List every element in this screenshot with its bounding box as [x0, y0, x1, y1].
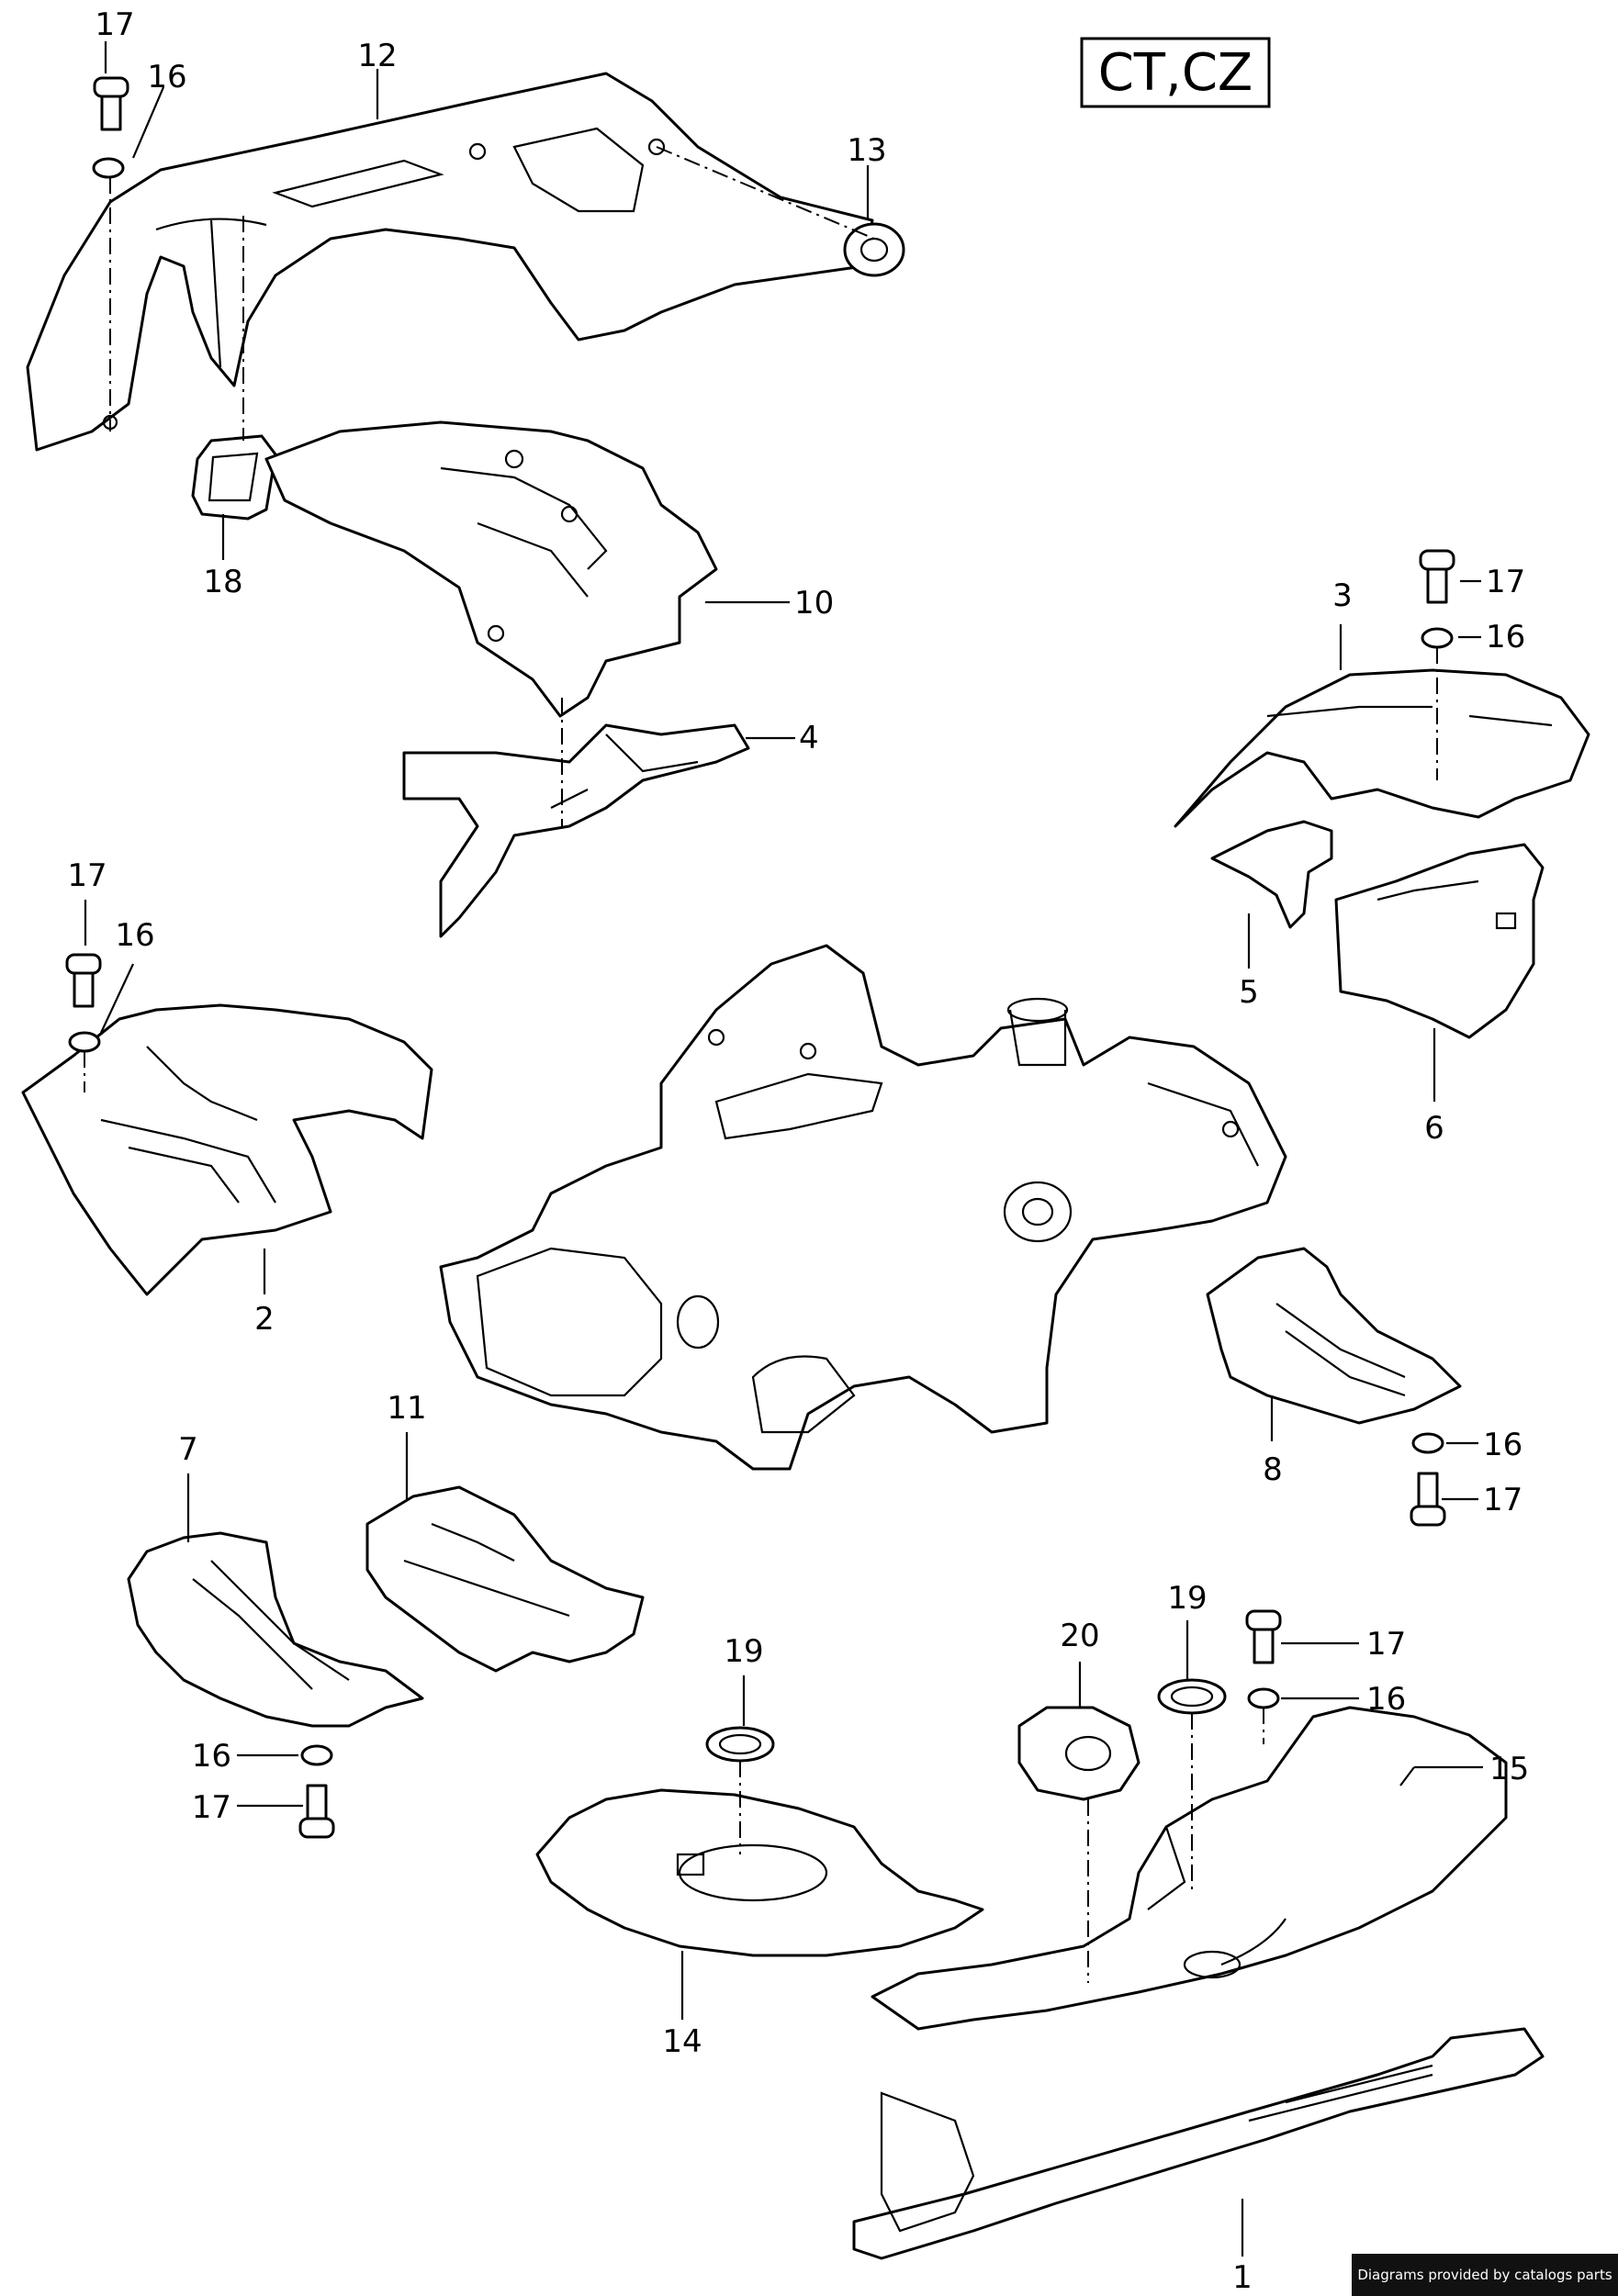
bolt-17-f[interactable]	[1245, 1609, 1282, 1664]
label-16-f: 16	[1366, 1681, 1406, 1718]
washer-16-b[interactable]	[68, 1031, 101, 1053]
label-5: 5	[1239, 974, 1259, 1011]
bolt-17-a[interactable]	[93, 76, 129, 131]
bolt-17-c[interactable]	[1419, 549, 1455, 604]
label-15: 15	[1489, 1751, 1529, 1787]
washer-16-f[interactable]	[1247, 1687, 1280, 1709]
washer-16-e[interactable]	[300, 1744, 333, 1766]
label-17-b: 17	[67, 857, 107, 894]
part-labels: 17 16 12 13 18 10 4 3 17 16 5 6 17 16 2 …	[67, 6, 1529, 2296]
part-13-grommet[interactable]	[843, 222, 905, 277]
part-10-air-duct[interactable]	[264, 420, 718, 718]
label-16-b: 16	[115, 917, 154, 954]
label-2: 2	[254, 1301, 275, 1338]
label-17-c: 17	[1486, 564, 1525, 600]
label-11: 11	[387, 1390, 426, 1427]
label-10: 10	[794, 585, 834, 622]
label-17-d: 17	[1483, 1482, 1522, 1518]
part-19-grommet-left[interactable]	[705, 1726, 775, 1763]
assembly-lines	[84, 146, 1438, 1983]
label-12: 12	[357, 38, 397, 74]
washer-16-c[interactable]	[1421, 627, 1454, 649]
part-15-right-lower-pan[interactable]	[871, 1706, 1508, 2031]
label-16-e: 16	[192, 1738, 231, 1775]
model-code-text: CT,CZ	[1098, 43, 1253, 103]
part-18-seal[interactable]	[191, 434, 277, 521]
part-8-right-rear-cover[interactable]	[1206, 1247, 1462, 1425]
label-17-e: 17	[192, 1789, 231, 1826]
label-16-c: 16	[1486, 619, 1525, 655]
label-17: 17	[95, 6, 134, 43]
bolt-17-d[interactable]	[1410, 1472, 1446, 1527]
label-18: 18	[203, 564, 242, 600]
part-2-left-cover[interactable]	[21, 1003, 433, 1296]
label-7: 7	[178, 1431, 198, 1468]
part-5-small-bracket[interactable]	[1210, 820, 1333, 929]
part-7-left-rear-cover[interactable]	[127, 1531, 424, 1728]
label-8: 8	[1263, 1451, 1283, 1488]
part-14-left-lower-pan[interactable]	[535, 1788, 984, 1957]
model-code-box: CT,CZ	[1080, 37, 1271, 108]
label-19-left: 19	[724, 1633, 763, 1670]
footer-credit: Diagrams provided by catalogs parts	[1352, 2254, 1618, 2296]
leader-lines	[84, 41, 1483, 2257]
label-1: 1	[1232, 2259, 1253, 2296]
label-19-right: 19	[1167, 1580, 1207, 1617]
label-16: 16	[147, 59, 186, 95]
label-17-f: 17	[1366, 1626, 1406, 1663]
label-6: 6	[1424, 1110, 1444, 1147]
bolt-17-b[interactable]	[65, 953, 102, 1008]
label-20: 20	[1060, 1618, 1099, 1654]
part-19-grommet-right[interactable]	[1157, 1678, 1227, 1715]
washer-16-d[interactable]	[1411, 1432, 1444, 1454]
part-4-bracket[interactable]	[402, 723, 750, 938]
label-14: 14	[662, 2023, 702, 2060]
bolt-17-e[interactable]	[298, 1784, 335, 1839]
part-20-seal[interactable]	[1017, 1706, 1140, 1801]
label-4: 4	[799, 720, 819, 756]
part-3-right-cover[interactable]	[1174, 668, 1590, 828]
label-3: 3	[1332, 577, 1353, 614]
part-12-shroud[interactable]	[26, 72, 874, 452]
washer-16-a[interactable]	[92, 157, 125, 179]
part-6-right-side-cover[interactable]	[1334, 843, 1545, 1039]
label-13: 13	[847, 132, 886, 169]
part-11-center-pan[interactable]	[365, 1485, 645, 1673]
part-1-bottom-plate[interactable]	[852, 2027, 1545, 2260]
label-16-d: 16	[1483, 1427, 1522, 1463]
engine-assembly	[439, 944, 1287, 1471]
